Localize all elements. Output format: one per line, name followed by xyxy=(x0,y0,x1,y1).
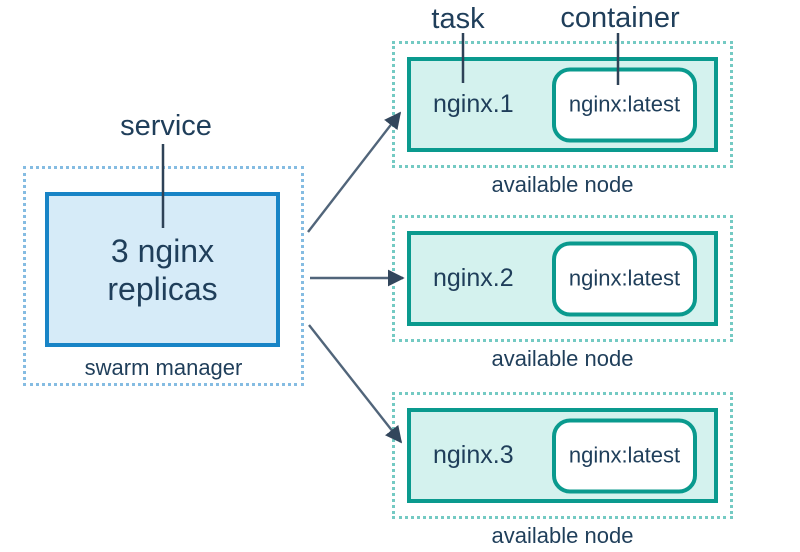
container-image-2: nginx:latest xyxy=(568,265,681,291)
service-box-text: 3 nginx replicas xyxy=(107,232,218,307)
task-name-3: nginx.3 xyxy=(433,441,514,469)
container-image-3: nginx:latest xyxy=(568,442,681,468)
container-box-2: nginx:latest xyxy=(552,241,697,316)
task-name-2: nginx.2 xyxy=(433,264,514,292)
task-box-1: nginx.1 nginx:latest xyxy=(407,57,718,152)
task-name-1: nginx.1 xyxy=(433,90,514,118)
available-node-1: nginx.1 nginx:latest available node xyxy=(392,41,733,197)
arrow-service-to-node-3 xyxy=(308,324,403,444)
task-box-3: nginx.3 nginx:latest xyxy=(407,408,718,503)
node-caption-1: available node xyxy=(491,172,634,197)
service-label: service xyxy=(120,110,212,142)
arrow-service-to-node-1 xyxy=(307,111,402,233)
available-node-2: nginx.2 nginx:latest available node xyxy=(392,215,733,371)
container-label: container xyxy=(560,2,680,34)
node-caption-3: available node xyxy=(491,523,634,548)
service-box: 3 nginx replicas xyxy=(45,192,280,347)
swarm-manager-group: 3 nginx replicas swarm manager xyxy=(23,166,304,386)
available-node-3: nginx.3 nginx:latest available node xyxy=(392,392,733,548)
container-box-1: nginx:latest xyxy=(552,67,697,142)
task-label: task xyxy=(431,3,485,35)
container-image-1: nginx:latest xyxy=(568,91,681,117)
swarm-manager-caption: swarm manager xyxy=(84,355,243,380)
node-caption-2: available node xyxy=(491,346,634,371)
container-box-3: nginx:latest xyxy=(552,418,697,493)
task-box-2: nginx.2 nginx:latest xyxy=(407,231,718,326)
